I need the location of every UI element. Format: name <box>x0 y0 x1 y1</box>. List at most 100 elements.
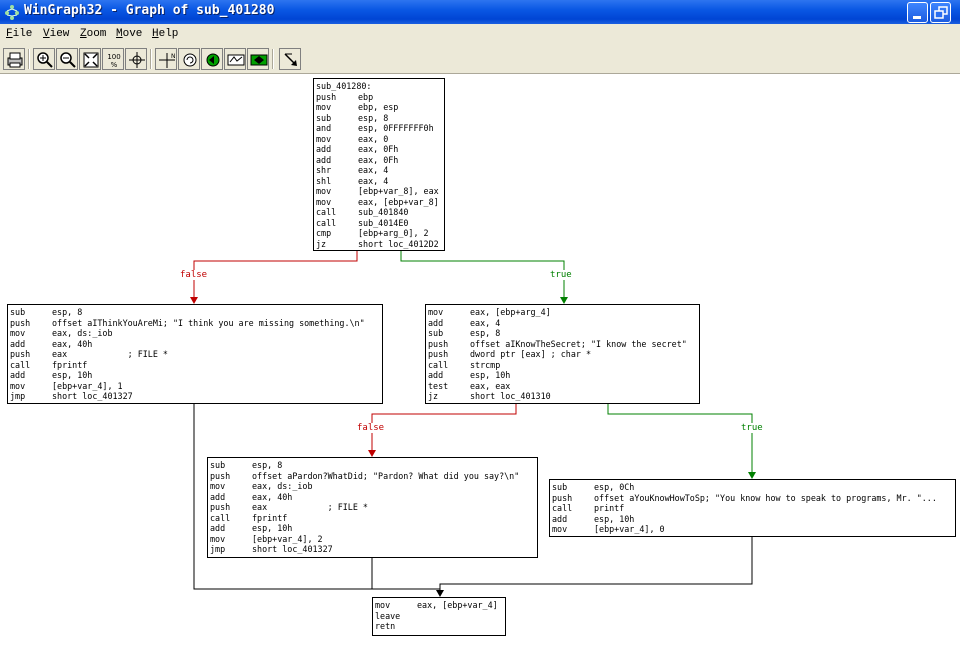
asm-operands: [ebp+var_4], 0 <box>594 524 665 534</box>
asm-mnemonic: call <box>428 359 449 370</box>
rotate-button[interactable] <box>178 48 200 70</box>
title-bar: WinGraph32 - Graph of sub_401280 <box>0 0 960 24</box>
north-button[interactable]: N <box>155 48 177 70</box>
edge-true <box>607 403 753 474</box>
asm-mnemonic: mov <box>316 186 332 196</box>
arrow-head <box>190 297 198 304</box>
asm-operands: eax, 0 <box>358 133 389 144</box>
minimize-button[interactable] <box>907 2 928 23</box>
asm-mnemonic: jmp <box>210 544 226 554</box>
menu-help[interactable]: Help <box>152 28 179 40</box>
move-right-button[interactable] <box>224 48 246 70</box>
window-title: WinGraph32 - Graph of sub_401280 <box>24 3 275 18</box>
asm-operands: short loc_401327 <box>252 544 333 554</box>
asm-mnemonic: push <box>10 317 31 328</box>
svg-text:%: % <box>111 61 118 69</box>
asm-mnemonic: mov <box>10 328 26 338</box>
north-icon: N <box>159 53 176 68</box>
asm-operands: sub_401840 <box>358 207 409 217</box>
zoom-in-button[interactable] <box>33 48 55 70</box>
asm-line: call sub_401840 <box>316 207 442 218</box>
asm-operands: eax, ds:_iob <box>52 328 113 338</box>
edge-true <box>400 250 565 299</box>
edge-false <box>193 250 358 299</box>
asm-mnemonic: shr <box>316 165 332 175</box>
asm-line: mov[ebp+var_8], eax <box>316 186 442 197</box>
print-icon <box>7 52 23 68</box>
toolbar: 100 % N <box>0 44 960 74</box>
asm-mnemonic: jz <box>316 238 327 249</box>
zoom-out-button[interactable] <box>56 48 78 70</box>
asm-mnemonic: add <box>210 491 226 502</box>
asm-operands: fprintf <box>252 512 288 523</box>
menu-file[interactable]: File <box>6 28 33 40</box>
asm-line: jmp short loc_401327 <box>210 544 535 555</box>
asm-mnemonic: mov <box>375 600 391 610</box>
asm-mnemonic: jz <box>428 391 439 401</box>
toolbar-separator <box>272 49 274 69</box>
asm-operands: eax, [ebp+var_8] <box>358 196 439 207</box>
fit-window-button[interactable] <box>79 48 101 70</box>
asm-operands: eax, 0Fh <box>358 154 399 165</box>
asm-mnemonic: call <box>316 207 337 217</box>
asm-operands: eax, 4 <box>358 175 389 186</box>
asm-operands: esp, 8 <box>252 460 283 470</box>
move-left-button[interactable] <box>201 48 223 70</box>
edge-label-true: true <box>741 423 763 433</box>
asm-operands: short loc_401327 <box>52 391 133 401</box>
asm-mnemonic: add <box>552 513 568 524</box>
print-button[interactable] <box>3 48 25 70</box>
asm-operands: [ebp+var_4], 2 <box>252 533 323 544</box>
asm-mnemonic: call <box>552 503 573 513</box>
asm-mnemonic: sub <box>210 460 226 470</box>
asm-mnemonic: add <box>428 370 444 380</box>
center-button[interactable] <box>125 48 147 70</box>
asm-line: add eax, 4 <box>428 318 697 329</box>
menu-zoom[interactable]: Zoom <box>80 28 107 40</box>
restore-icon <box>934 6 948 19</box>
next-node-button[interactable] <box>247 48 269 70</box>
menu-move[interactable]: Move <box>116 28 143 40</box>
asm-operands: ebp <box>358 91 374 102</box>
asm-mnemonic: sub <box>428 328 444 338</box>
menu-move-rest: ove <box>122 28 143 40</box>
edge-label-false: false <box>180 270 208 280</box>
asm-operands: eax, 4 <box>470 317 501 328</box>
asm-operands: esp, 8 <box>358 112 389 123</box>
zoom-100-button[interactable]: 100 % <box>102 48 124 70</box>
follow-edge-button[interactable] <box>279 48 301 70</box>
asm-mnemonic: add <box>428 317 444 328</box>
edge-false <box>371 403 517 452</box>
toolbar-separator <box>150 49 152 69</box>
svg-text:100: 100 <box>107 53 120 61</box>
asm-operands: eax, 40h <box>252 491 293 502</box>
menu-view[interactable]: View <box>43 28 70 40</box>
restore-button[interactable] <box>930 2 951 23</box>
node-label: sub_401280: <box>316 81 372 91</box>
asm-operands: offset aIThinkYouAreMi; "I think you are… <box>52 317 365 328</box>
asm-line: sub esp, 8 <box>210 460 535 471</box>
